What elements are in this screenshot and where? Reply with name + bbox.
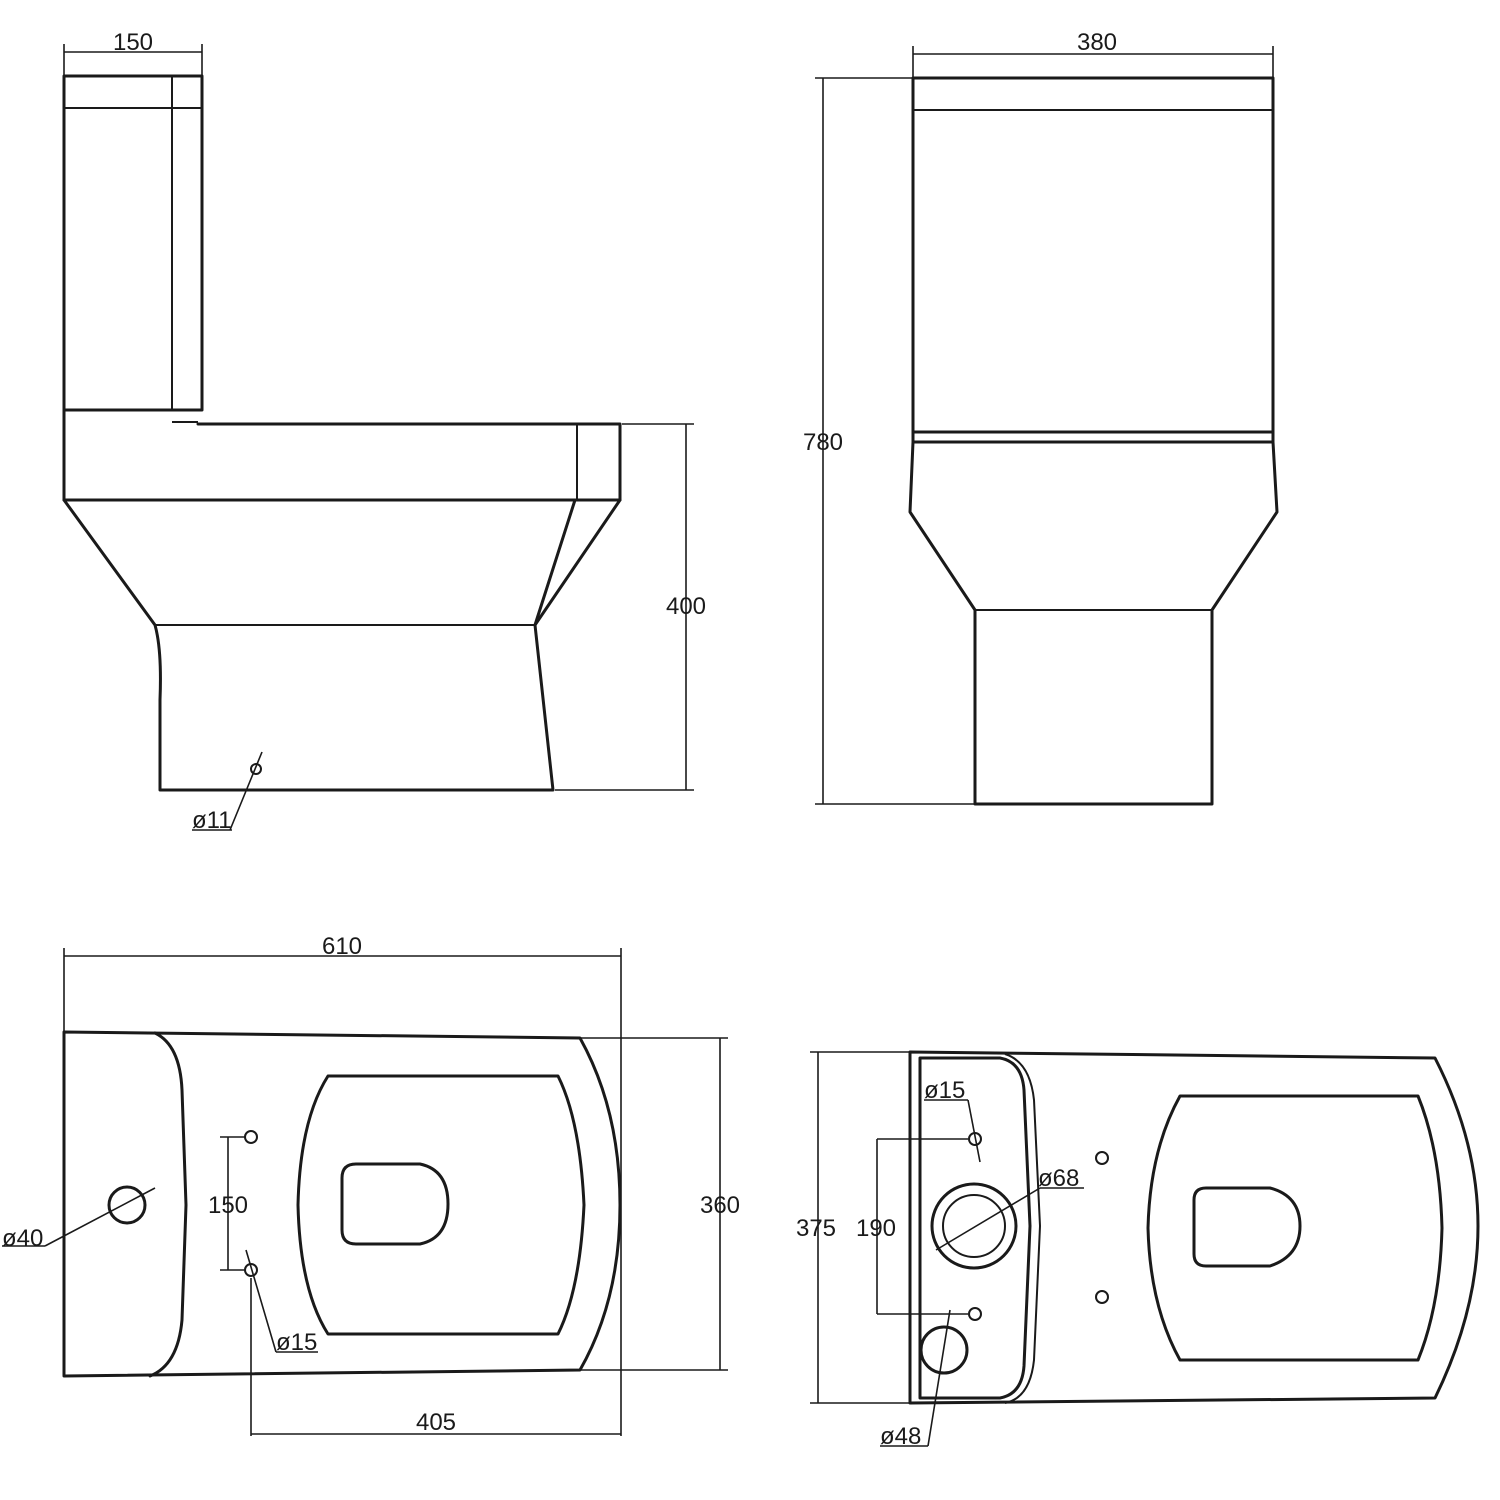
top-fixing-hole-upper [244, 1130, 258, 1144]
top-spacing-label: 150 [208, 1192, 248, 1219]
side-depth-label: 150 [113, 29, 153, 56]
front-dimensions: 380 780 [803, 29, 1274, 805]
tank-inlet-hole-lower [968, 1307, 982, 1321]
tank-plan-holes [919, 1132, 1109, 1375]
tank-overflow-label: ø48 [880, 1423, 921, 1450]
front-width-label: 380 [1077, 29, 1117, 56]
tank-depth-label: 375 [796, 1215, 836, 1242]
front-height-label: 780 [803, 429, 843, 456]
tank-spacing-label: 190 [856, 1215, 896, 1242]
tank-inlet-label: ø15 [924, 1077, 965, 1104]
tank-outlet-inner [942, 1194, 1006, 1258]
side-dimensions: 150 400 ø11 [63, 29, 706, 834]
side-view: 150 400 ø11 [62, 29, 706, 834]
tank-overflow-hole [919, 1325, 969, 1375]
top-width-label: 360 [700, 1192, 740, 1219]
tank-outlet-outer [930, 1182, 1018, 1270]
tank-outlet-label: ø68 [1038, 1165, 1079, 1192]
top-view: 610 360 ø40 150 ø15 405 [2, 933, 740, 1436]
side-height-label: 400 [666, 593, 706, 620]
top-length-label: 610 [322, 933, 362, 960]
front-view: 380 780 [803, 29, 1279, 806]
top-fixing-label: ø15 [276, 1329, 317, 1356]
top-dimensions: 610 360 ø40 150 ø15 405 [2, 933, 740, 1436]
side-hole-label: ø11 [192, 807, 232, 834]
tank-plan-outline [908, 1050, 1480, 1405]
top-waste-label: ø40 [2, 1225, 43, 1252]
top-offset-label: 405 [416, 1409, 456, 1436]
side-pan [62, 408, 622, 792]
front-pan [908, 430, 1279, 806]
tank-plan-view: 375 190 ø15 ø68 ø48 [796, 1050, 1480, 1450]
top-waste-hole [107, 1185, 147, 1225]
top-outline [62, 1030, 622, 1378]
side-fixing-hole [250, 763, 262, 775]
tank-plan-dimensions: 375 190 ø15 ø68 ø48 [796, 1051, 1084, 1450]
tank-bolt-hole-lower [1095, 1290, 1109, 1304]
front-cistern [911, 76, 1275, 434]
side-cistern [62, 74, 204, 423]
tank-bolt-hole-upper [1095, 1151, 1109, 1165]
